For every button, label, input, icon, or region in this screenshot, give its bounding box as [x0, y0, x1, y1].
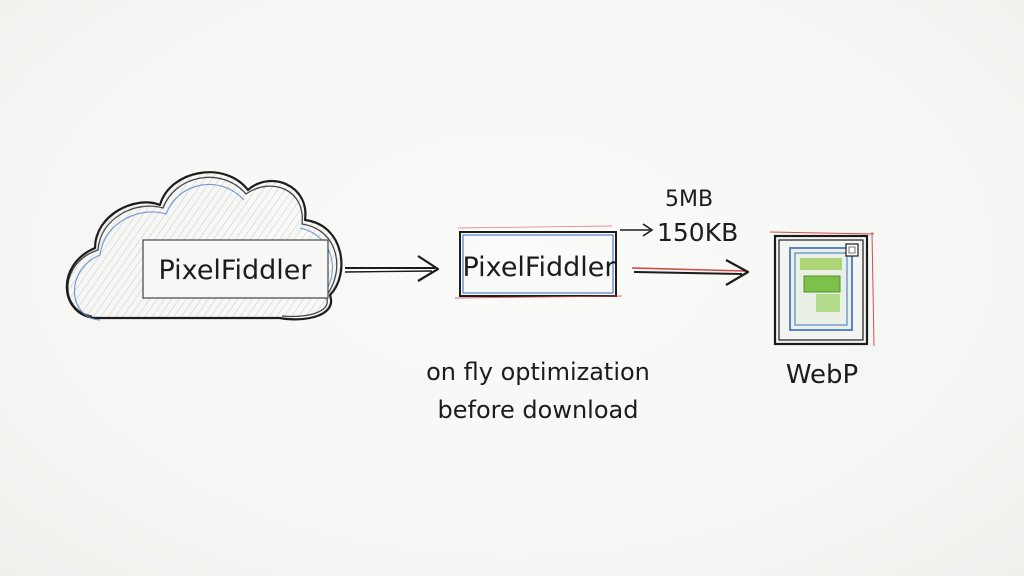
webp-label: WebP: [786, 360, 858, 390]
cloud-label: PixelFiddler: [158, 255, 312, 286]
size-from-label: 5MB: [665, 187, 713, 212]
proxy-node: PixelFiddler: [454, 225, 623, 299]
arrow-cloud-to-proxy: [344, 255, 440, 282]
size-to-label: 150KB: [657, 218, 738, 247]
size-change-annotation: 5MB 150KB: [620, 187, 738, 247]
caption-line-2: before download: [438, 396, 639, 424]
proxy-label: PixelFiddler: [462, 252, 616, 283]
caption-line-1: on fly optimization: [426, 358, 650, 386]
webp-image-icon: [769, 231, 875, 347]
cloud-node: PixelFiddler: [65, 171, 343, 321]
arrow-proxy-to-webp: [631, 259, 750, 286]
